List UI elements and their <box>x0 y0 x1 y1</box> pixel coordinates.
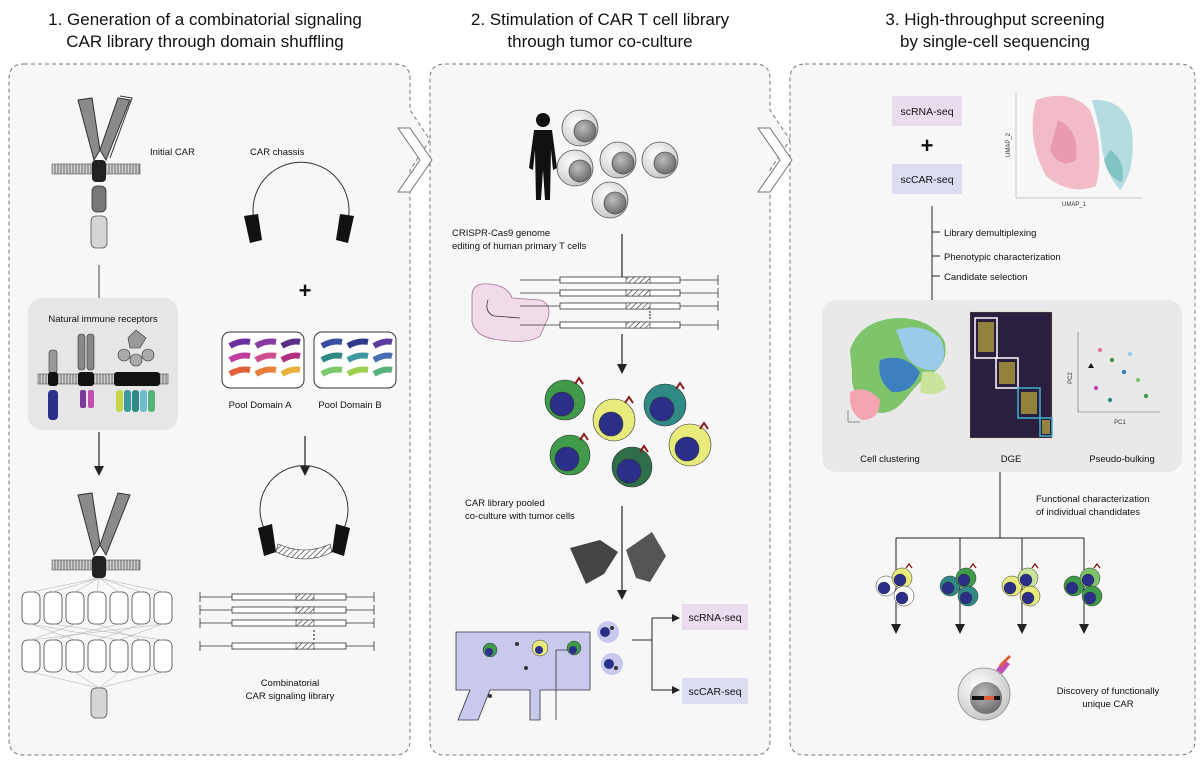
panel2-sccar-box <box>682 678 748 704</box>
panel2-title-line2: through tumor co-culture <box>507 32 692 51</box>
human-figure-icon <box>529 113 557 200</box>
step-candidate: Candidate selection <box>944 272 1027 283</box>
cas9-complex-icon <box>471 283 550 342</box>
panel1-title-line1: 1. Generation of a combinatorial signali… <box>48 10 362 29</box>
library-plasmid-icon <box>258 465 350 560</box>
branch-arrows-icon <box>632 614 680 694</box>
panel3-scrna-label: scRNA-seq <box>900 106 953 118</box>
unique-car-cell-icon <box>957 654 1012 721</box>
discovery-label-line2: unique CAR <box>1082 699 1133 710</box>
library-label-line2: CAR signaling library <box>246 691 335 702</box>
step-demultiplexing: Library demultiplexing <box>944 228 1036 239</box>
pooled-label-line2: co-culture with tumor cells <box>465 511 575 522</box>
panel2-title-line1: 2. Stimulation of CAR T cell library <box>471 10 730 29</box>
pool-domain-a-icon <box>221 331 305 389</box>
pseudo-bulking-label: Pseudo-bulking <box>1089 454 1155 465</box>
panel2-sccar-label: scCAR-seq <box>688 686 741 698</box>
panel2-scrna-box <box>682 604 748 630</box>
chevron-arrow-1 <box>397 127 433 193</box>
panel2-scrna-label: scRNA-seq <box>688 612 741 624</box>
natural-receptors-icon <box>37 329 169 420</box>
dge-label: DGE <box>1001 454 1022 465</box>
umap-plot-icon <box>1015 92 1142 199</box>
panel3-title-line1: 3. High-throughput screening <box>885 10 1104 29</box>
natural-receptors-label: Natural immune receptors <box>48 314 158 325</box>
pseudo-bulking-plot-icon <box>1077 332 1160 413</box>
pool-domain-b-icon <box>313 331 397 389</box>
panel3-sccar-box <box>892 164 962 194</box>
panel3-scrna-box <box>892 96 962 126</box>
umap-y-label: UMAP_2 <box>1006 132 1012 157</box>
library-constructs-icon <box>199 592 375 651</box>
panel1-title-line2: CAR library through domain shuffling <box>66 32 344 51</box>
panel3-sccar-label: scCAR-seq <box>900 174 953 186</box>
car-chassis-plasmid-icon <box>244 161 354 243</box>
discovery-label-line1: Discovery of functionally <box>1057 686 1160 697</box>
dge-heatmap-icon <box>969 311 1053 439</box>
car-t-cells-icon <box>544 376 712 488</box>
pc2-label: PC2 <box>1068 372 1074 384</box>
chevron-arrow-2 <box>757 127 793 193</box>
candidate-cell-groups-icon <box>875 562 1103 607</box>
tumor-cells-icon <box>570 532 666 584</box>
library-label-line1: Combinatorial <box>261 678 320 689</box>
microfluidic-chip-icon <box>455 621 623 721</box>
step-phenotypic: Phenotypic characterization <box>944 252 1061 263</box>
pool-b-label: Pool Domain B <box>318 400 381 411</box>
crispr-label-line2: editing of human primary T cells <box>452 241 587 252</box>
pc1-label: PC1 <box>1114 420 1126 426</box>
cell-clustering-plot-icon <box>847 318 946 423</box>
panel3-title-line2: by single-cell sequencing <box>900 32 1090 51</box>
panel3-plus: + <box>921 133 934 158</box>
genome-edit-constructs-icon <box>520 275 719 330</box>
initial-car-icon <box>51 95 141 249</box>
pooled-label-line1: CAR library pooled <box>465 498 545 509</box>
initial-car-label: Initial CAR <box>150 147 195 158</box>
cell-clustering-label: Cell clustering <box>860 454 920 465</box>
crispr-label-line1: CRISPR-Cas9 genome <box>452 228 550 239</box>
functional-label-line1: Functional characterization <box>1036 494 1150 505</box>
panel1-plus: + <box>299 278 312 303</box>
car-chassis-label: CAR chassis <box>250 147 305 158</box>
umap-x-label: UMAP_1 <box>1062 202 1087 208</box>
shuffled-car-icon <box>21 492 173 719</box>
functional-label-line2: of individual chandidates <box>1036 507 1140 518</box>
t-cells-cluster-icon <box>556 109 679 219</box>
pool-a-label: Pool Domain A <box>229 400 293 411</box>
panel1-frame <box>8 63 431 756</box>
